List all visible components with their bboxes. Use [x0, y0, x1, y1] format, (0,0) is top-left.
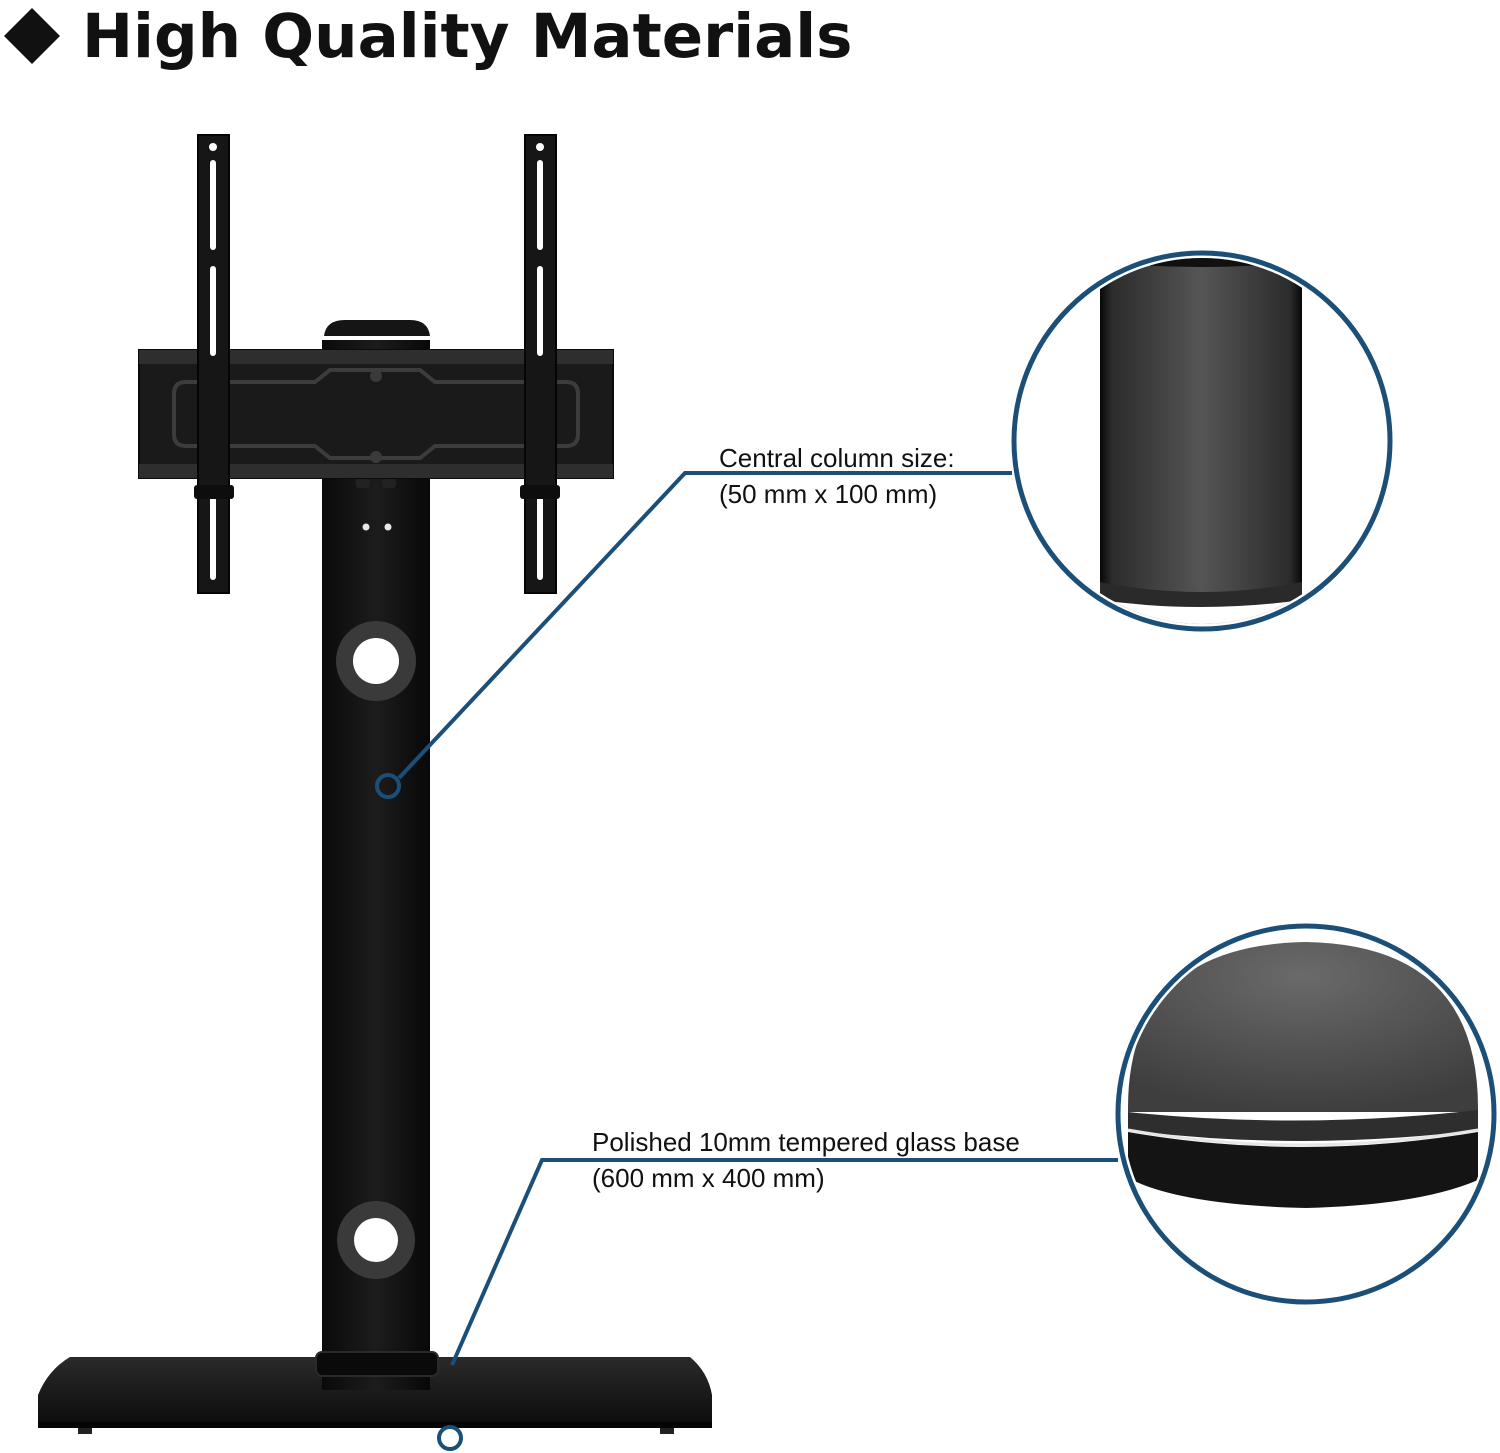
zoom-circle-column	[1011, 250, 1393, 632]
cable-hole-upper	[336, 621, 416, 701]
column-marker	[375, 773, 401, 799]
base-callout-line2: (600 mm x 400 mm)	[592, 1163, 825, 1193]
column-callout-line1: Central column size:	[719, 443, 955, 473]
cable-hole-lower	[337, 1201, 415, 1279]
base-marker	[437, 1425, 463, 1451]
vesa-arm-left	[194, 134, 234, 594]
base-leader-line	[450, 1158, 1118, 1366]
glass-base	[38, 1357, 712, 1434]
base-callout-line1: Polished 10mm tempered glass base	[592, 1127, 1020, 1157]
column-callout: Central column size: (50 mm x 100 mm)	[719, 440, 955, 512]
zoom-circle-base	[1115, 923, 1497, 1305]
diamond-icon	[4, 8, 60, 64]
column-leader-line	[397, 471, 1012, 780]
heading-title: High Quality Materials	[82, 0, 853, 72]
central-column	[315, 320, 439, 1390]
column-callout-line2: (50 mm x 100 mm)	[719, 479, 938, 509]
vesa-arm-right	[520, 134, 560, 594]
page-heading: High Quality Materials	[2, 0, 852, 72]
base-callout: Polished 10mm tempered glass base (600 m…	[592, 1124, 1020, 1196]
